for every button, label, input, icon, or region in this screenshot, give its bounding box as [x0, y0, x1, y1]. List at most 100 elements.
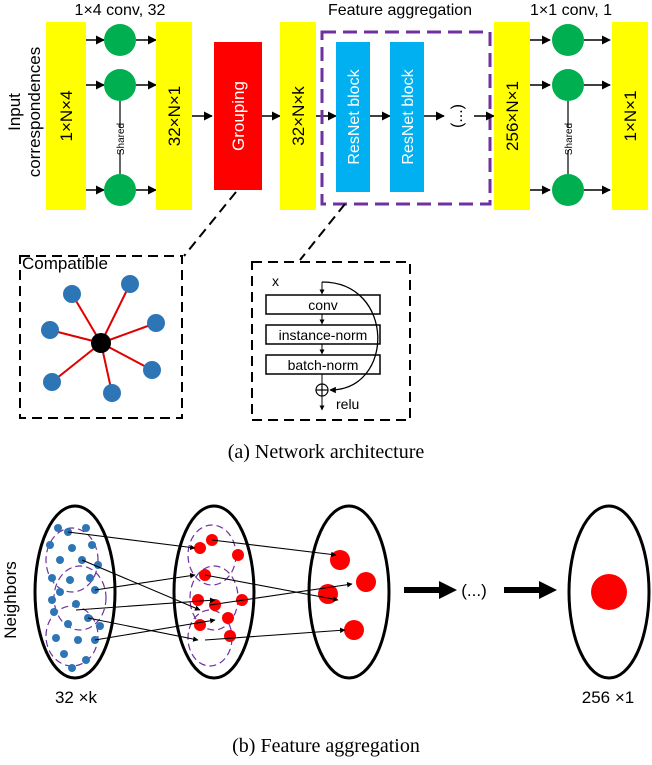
mid-point — [192, 594, 204, 606]
grouping-block — [214, 42, 262, 190]
input-point — [86, 574, 94, 582]
input-point — [72, 600, 80, 608]
input-point — [56, 556, 64, 564]
caption-a: (a) Network architecture — [228, 441, 425, 463]
aggregation-header: Feature aggregation — [328, 2, 472, 19]
next-points — [318, 550, 376, 640]
conv-in-node-1 — [104, 24, 136, 56]
resnet-inset-skip — [321, 281, 379, 394]
conv-in-header: 1×4 conv, 32 — [75, 2, 166, 19]
compatible-neighbor-node — [43, 373, 61, 391]
caption-b: (b) Feature aggregation — [232, 735, 420, 757]
resnet-inset-conv-label: conv — [308, 297, 338, 313]
layer-before-out — [494, 22, 530, 210]
resnet-block-1 — [336, 42, 370, 192]
layer-before-out-label: 256×N×1 — [503, 81, 522, 151]
input-point — [68, 544, 76, 552]
compatible-neighbor-node — [103, 384, 121, 402]
aggregation-left-label: 32 ×k — [55, 688, 98, 707]
shared-label-in: Shared — [116, 123, 127, 155]
shared-conv-in: Shared — [86, 24, 157, 206]
input-point — [50, 608, 58, 616]
shared-label-out: Shared — [564, 123, 575, 155]
next-point — [344, 620, 364, 640]
input-point — [96, 622, 104, 630]
resnet-inset-conv — [265, 294, 381, 315]
input-point — [64, 620, 72, 628]
input-point — [68, 664, 76, 672]
resnet-block-1-label: ResNet block — [346, 68, 363, 164]
input-point — [88, 541, 96, 549]
mid-point — [232, 549, 244, 561]
compatible-neighbor-node — [63, 285, 81, 303]
aggregation-arrows-1 — [67, 531, 216, 642]
compatible-center-node — [91, 333, 111, 353]
resnet-block-2 — [390, 42, 424, 192]
input-point — [46, 541, 54, 549]
input-point — [52, 634, 60, 642]
conv-in-node-2 — [104, 69, 136, 101]
resnet-zoom-line — [299, 203, 346, 261]
resnet-inset-instance-norm-label: instance-norm — [279, 327, 368, 343]
aggregation-ellipsis: (...) — [461, 581, 487, 600]
input-label-line2: correspondences — [25, 47, 44, 177]
ellipse-input — [33, 504, 117, 680]
input-point — [48, 574, 56, 582]
input-label-line1: Input — [5, 93, 24, 131]
aggregation-arrows-2 — [204, 539, 353, 641]
resnet-inset-box — [251, 261, 411, 421]
layer-input — [46, 22, 86, 210]
mid-point — [224, 630, 236, 642]
resnet-inset-relu: relu — [336, 396, 359, 412]
input-point — [48, 596, 56, 604]
compatible-neighbor-node — [41, 321, 59, 339]
mid-point — [194, 542, 206, 554]
neighbors-label: Neighbors — [1, 561, 20, 639]
compatible-edge — [100, 283, 131, 344]
conv-in-node-3 — [104, 174, 136, 206]
compatible-neighbor-node — [147, 314, 165, 332]
compatible-neighbor-node — [143, 361, 161, 379]
input-point — [82, 524, 90, 532]
next-point — [330, 550, 350, 570]
layer-after-conv-label: 32×N×1 — [165, 86, 184, 147]
input-point — [56, 588, 64, 596]
conv-out-node-1 — [552, 24, 584, 56]
conv-out-node-2 — [552, 69, 584, 101]
layer-output — [612, 22, 648, 210]
grouping-zoom-line — [183, 191, 237, 257]
input-point — [94, 561, 102, 569]
input-point — [74, 636, 82, 644]
layer-after-conv — [156, 22, 192, 210]
grouping-label: Grouping — [229, 81, 248, 151]
resnet-inset-x: x — [272, 273, 279, 289]
conv-out-node-3 — [552, 174, 584, 206]
resnet-ellipsis: (...) — [449, 104, 466, 128]
mid-point — [194, 619, 206, 631]
output-point — [591, 574, 627, 610]
resnet-inset-instance-norm — [265, 324, 381, 345]
compatible-neighbor-node — [121, 275, 139, 293]
input-point — [54, 524, 62, 532]
input-points — [46, 524, 104, 672]
layer-input-label: 1×N×4 — [57, 90, 76, 141]
ellipse-output — [567, 504, 651, 680]
input-point — [66, 576, 74, 584]
resnet-block-2-label: ResNet block — [400, 68, 417, 164]
resnet-inset-batch-norm — [265, 354, 381, 375]
compatible-graph — [41, 275, 165, 402]
ellipse-next — [307, 504, 391, 680]
mid-point — [222, 612, 234, 624]
next-point — [356, 572, 376, 592]
aggregation-right-label: 256 ×1 — [582, 688, 634, 707]
layer-after-grouping — [280, 22, 316, 210]
conv-out-header: 1×1 conv, 1 — [530, 2, 612, 19]
input-point — [82, 656, 90, 664]
compatible-edge — [51, 342, 102, 383]
layer-after-grouping-label: 32×N×k — [289, 86, 308, 146]
shared-conv-out: Shared — [530, 24, 611, 206]
compatible-inset-box — [19, 255, 183, 419]
mid-points — [192, 534, 248, 642]
input-label: Input correspondences — [5, 47, 44, 177]
